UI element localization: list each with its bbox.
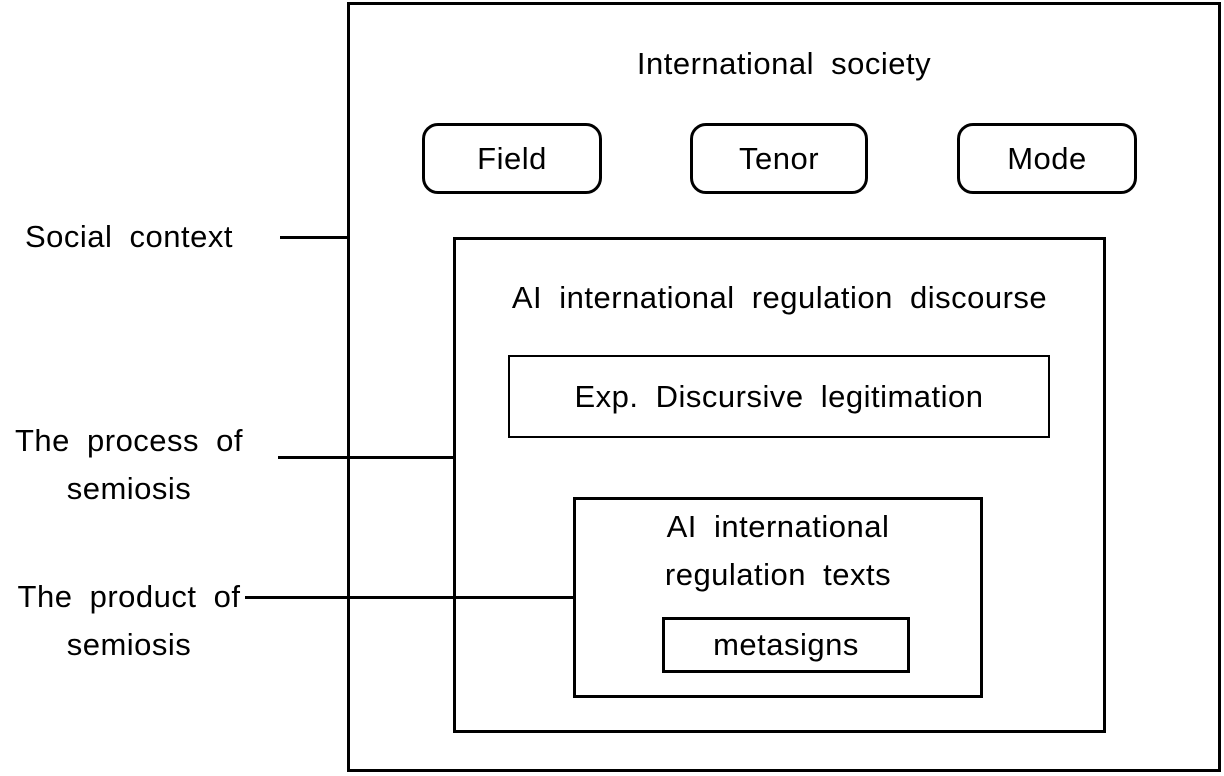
- tenor-box: Tenor: [690, 123, 868, 194]
- social-context-label-line1: Social context: [25, 219, 233, 254]
- regulation-texts-label-line2: regulation texts: [664, 557, 892, 592]
- legitimation-label: Exp. Discursive legitimation: [574, 378, 984, 414]
- field-label: Field: [477, 140, 547, 176]
- product-label-line1: The product of: [17, 579, 241, 614]
- product-of-semiosis-label: The product of semiosis: [0, 573, 258, 669]
- regulation-texts-label: AI international regulation texts: [573, 503, 983, 599]
- regulation-texts-label-line1: AI international: [666, 509, 890, 544]
- process-of-semiosis-label: The process of semiosis: [0, 417, 258, 513]
- social-context-connector-line: [280, 236, 347, 239]
- field-box: Field: [422, 123, 602, 194]
- tenor-label: Tenor: [738, 140, 820, 176]
- product-label-line2: semiosis: [66, 627, 192, 662]
- process-connector-line: [278, 456, 454, 459]
- social-context-label: Social context: [0, 213, 258, 261]
- process-label-line1: The process of: [14, 423, 244, 458]
- metasigns-box: metasigns: [662, 617, 910, 673]
- mode-box: Mode: [957, 123, 1137, 194]
- metasigns-label: metasigns: [713, 627, 859, 662]
- product-connector-line: [245, 596, 575, 599]
- mode-label: Mode: [1007, 140, 1087, 176]
- discourse-label: AI international regulation discourse: [511, 280, 1048, 315]
- process-label-line2: semiosis: [66, 471, 192, 506]
- legitimation-box: Exp. Discursive legitimation: [508, 355, 1050, 438]
- regulation-texts-box: [573, 497, 983, 698]
- international-society-label: International society: [636, 46, 932, 81]
